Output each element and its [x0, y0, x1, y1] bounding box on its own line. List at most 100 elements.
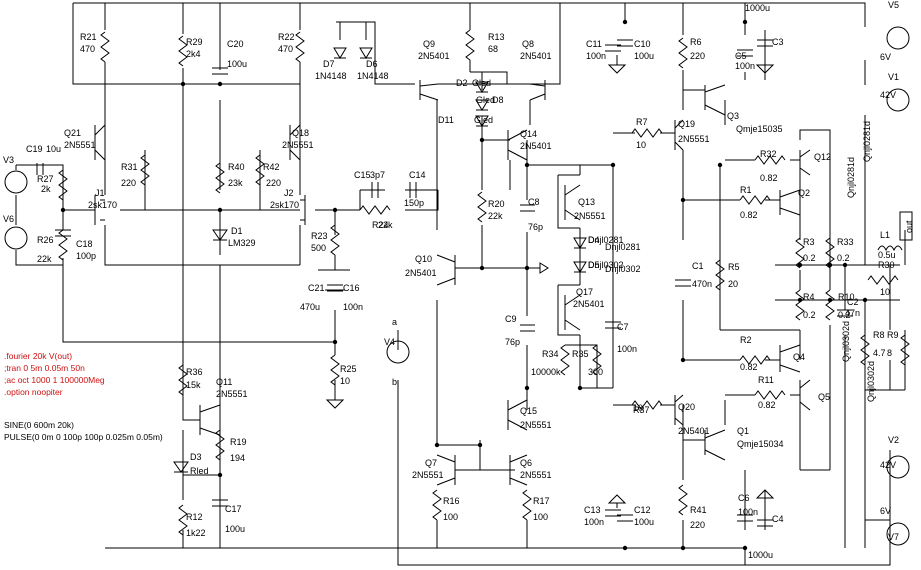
- component-value-r23: 500: [311, 243, 326, 253]
- component-ref-v3: V3: [3, 155, 14, 165]
- component-ref-c14: C14: [409, 170, 426, 180]
- component-value-c5: 100n: [735, 61, 755, 71]
- component-ref-r6: R6: [690, 37, 702, 47]
- component-ref-r37: R37: [633, 405, 650, 415]
- component-ref-r36: R36: [186, 367, 203, 377]
- component-ref-j2: J2: [284, 188, 294, 198]
- component-value-r11: 0.82: [758, 400, 776, 410]
- component-ref-d4: D4: [588, 235, 600, 245]
- misc-labels: 1000u 1000u out a b Dnjl0281 Dnjl0302: [392, 3, 914, 560]
- component-ref-c13: C13: [584, 505, 601, 515]
- component-value-q15: 2N5551: [520, 420, 552, 430]
- component-ref-c6: C6: [738, 493, 750, 503]
- component-ref-r30: R30: [878, 260, 895, 270]
- source-pulse: PULSE(0 0m 0 100p 100p 0.025m 0.05m): [4, 432, 163, 442]
- component-value-d7: 1N4148: [315, 71, 347, 81]
- label-dnjl0281: Dnjl0281: [605, 242, 641, 252]
- component-ref-q8: Q8: [522, 39, 534, 49]
- component-value-r32: 0.82: [760, 173, 778, 183]
- component-value-r10: 0.2: [838, 310, 851, 320]
- component-ref-c16: C16: [343, 283, 360, 293]
- component-ref-c9: C9: [505, 314, 517, 324]
- component-labels: R21470R292k4C20100uR22470D71N4148D61N414…: [3, 0, 899, 542]
- component-value-d8: Gled: [476, 95, 495, 105]
- component-value-d3: Rled: [190, 466, 209, 476]
- label-node-a: a: [392, 317, 397, 327]
- component-ref-q12: Q12: [814, 152, 831, 162]
- component-ref-c5: C5: [735, 51, 747, 61]
- component-value-r22: 470: [278, 44, 293, 54]
- wiring: [15, 2, 906, 566]
- component-value-q5: Qnjl0302d: [866, 361, 876, 402]
- component-ref-c15: C15: [354, 170, 371, 180]
- directive-2: ;tran 0 5m 0.05m 50n: [4, 363, 85, 373]
- component-value-c16: 100n: [343, 302, 363, 312]
- component-value-q2: Qnjl0281d: [846, 157, 856, 198]
- component-ref-c19: C19: [26, 144, 43, 154]
- component-ref-c20: C20: [227, 39, 244, 49]
- component-ref-r27: R27: [37, 174, 54, 184]
- component-ref-d8: D8: [492, 95, 504, 105]
- component-value-q1: Qmje15034: [737, 439, 784, 449]
- component-ref-c1: C1: [692, 261, 704, 271]
- component-ref-r13: R13: [488, 32, 505, 42]
- component-value-c12: 100u: [634, 517, 654, 527]
- component-value-q10: 2N5401: [405, 268, 437, 278]
- component-ref-q21: Q21: [64, 128, 81, 138]
- label-out: out: [904, 220, 914, 233]
- component-ref-q6: Q6: [520, 458, 532, 468]
- component-value-c2: 47n: [845, 308, 860, 318]
- component-value-c1: 470n: [692, 279, 712, 289]
- component-ref-r9: R9: [887, 330, 899, 340]
- component-value-r19: 194: [230, 453, 245, 463]
- component-value-r4: 0.2: [803, 310, 816, 320]
- component-ref-q10: Q10: [415, 254, 432, 264]
- component-ref-r29: R29: [186, 37, 203, 47]
- component-ref-c18: C18: [76, 239, 93, 249]
- component-value-q14: 2N5401: [520, 141, 552, 151]
- component-ref-r8: R8: [873, 330, 885, 340]
- component-value-r7: 10: [636, 140, 646, 150]
- component-ref-v1: V1: [888, 72, 899, 82]
- component-ref-r41: R41: [690, 505, 707, 515]
- component-ref-d7: D7: [323, 59, 335, 69]
- component-value-d1: LM329: [228, 238, 256, 248]
- label-dnjl0302: Dnjl0302: [605, 264, 641, 274]
- component-ref-q11: Q11: [216, 377, 232, 387]
- component-ref-r40: R40: [228, 162, 245, 172]
- component-ref-c10: C10: [634, 39, 651, 49]
- component-ref-r12: R12: [186, 512, 203, 522]
- component-value-q8: 2N5401: [520, 51, 552, 61]
- component-value-c6: 100n: [738, 507, 758, 517]
- component-value-q13: 2N5551: [574, 211, 606, 221]
- component-ref-q5: Q5: [818, 392, 830, 402]
- component-value-q6: 2N5551: [520, 470, 552, 480]
- component-ref-q20: Q20: [678, 402, 695, 412]
- component-value-d2: Gled: [472, 78, 491, 88]
- component-value-c20: 100u: [227, 59, 247, 69]
- component-ref-r32: R32: [760, 149, 777, 159]
- component-value-c15: 3p7: [370, 170, 385, 180]
- component-ref-v4: V4: [384, 337, 395, 347]
- component-value-c21: 470u: [300, 302, 320, 312]
- component-value-r37: 10: [633, 403, 643, 413]
- component-value-q4: Qnjl0302d: [841, 321, 851, 362]
- component-ref-r17: R17: [533, 496, 550, 506]
- component-value-q21: 2N5551: [64, 140, 96, 150]
- component-ref-q15: Q15: [520, 406, 537, 416]
- component-ref-c12: C12: [634, 505, 651, 515]
- component-value-c18: 100p: [76, 251, 96, 261]
- component-value-r1: 0.82: [740, 210, 758, 220]
- component-ref-r26: R26: [37, 235, 54, 245]
- component-ref-q4: Q4: [793, 352, 805, 362]
- label-node-b: b: [392, 377, 397, 387]
- component-value-r3: 0.2: [803, 253, 816, 263]
- component-value-r6: 220: [690, 51, 705, 61]
- component-ref-q14: Q14: [520, 129, 537, 139]
- component-value-v7: 6V: [880, 506, 891, 516]
- component-ref-q9: Q9: [423, 39, 435, 49]
- component-ref-q13: Q13: [578, 197, 595, 207]
- component-ref-d6: D6: [366, 59, 378, 69]
- component-value-q12: Qnjl0281d: [862, 121, 872, 162]
